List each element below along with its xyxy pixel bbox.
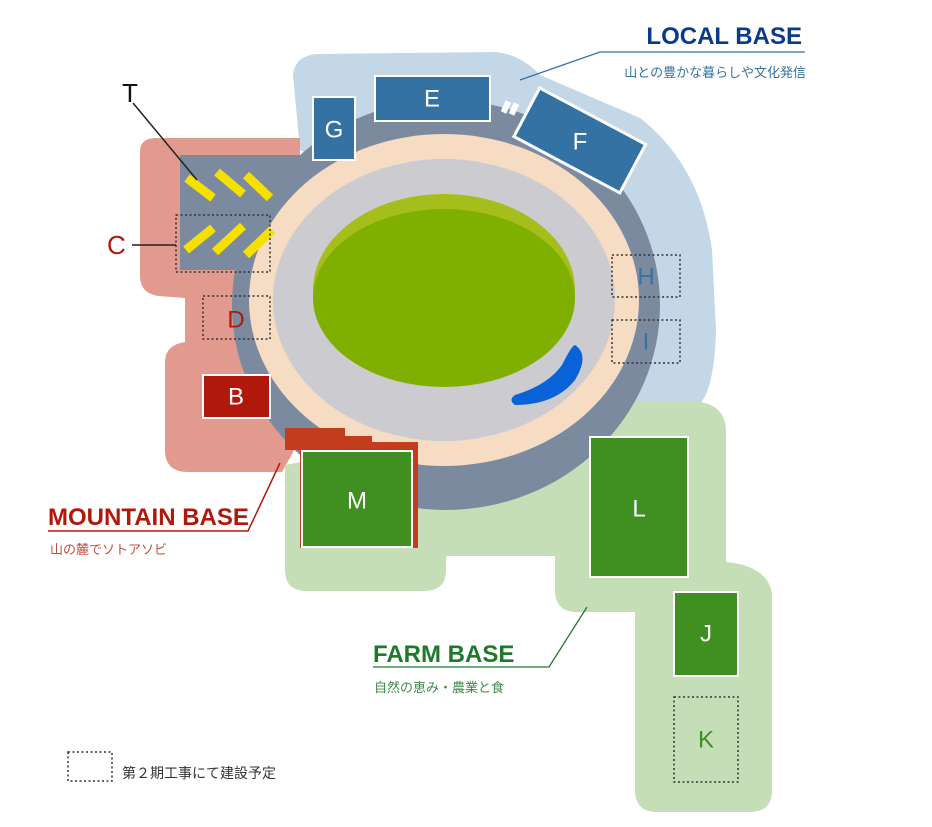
building-f-label: F [573, 129, 588, 156]
local-base-title: LOCAL BASE [646, 23, 802, 50]
building-k-planned[interactable] [673, 696, 739, 783]
legend-planned-swatch [67, 751, 113, 782]
pitch[interactable] [313, 209, 575, 387]
farm-base-subtitle: 自然の恵み・農業と食 [374, 680, 504, 696]
building-h-label: H [637, 264, 654, 291]
legend-planned-label: 第２期工事にて建設予定 [122, 765, 276, 782]
building-e[interactable] [374, 75, 491, 122]
building-j[interactable] [673, 591, 739, 677]
building-k-label: K [698, 727, 714, 754]
building-d-planned[interactable] [202, 295, 271, 340]
building-m-label: M [347, 488, 367, 515]
building-i-label: I [643, 329, 650, 356]
building-g[interactable] [312, 96, 356, 161]
building-b-label: B [228, 384, 244, 411]
building-d-label: D [227, 307, 244, 334]
building-i-planned[interactable] [611, 319, 681, 364]
building-j-label: J [700, 621, 712, 648]
building-h-planned[interactable] [611, 254, 681, 298]
mountain-base-title: MOUNTAIN BASE [48, 504, 249, 531]
building-m[interactable] [301, 450, 413, 548]
mountain-base-subtitle: 山の麓でソトアソビ [50, 543, 167, 558]
building-g-label: G [325, 117, 344, 144]
entrance-gate [500, 100, 520, 116]
building-c-planned[interactable] [175, 214, 271, 273]
building-l-label: L [632, 496, 645, 523]
local-base-subtitle: 山との豊かな暮らしや文化発信 [624, 66, 806, 81]
farm-base-title: FARM BASE [373, 641, 514, 668]
building-f[interactable] [511, 85, 648, 195]
label-c: C [107, 230, 126, 260]
label-t: T [122, 78, 138, 108]
building-l[interactable] [589, 436, 689, 578]
water-feature [511, 345, 583, 405]
parking-stripes [183, 168, 276, 259]
building-b[interactable] [202, 374, 271, 419]
building-e-label: E [424, 86, 440, 113]
